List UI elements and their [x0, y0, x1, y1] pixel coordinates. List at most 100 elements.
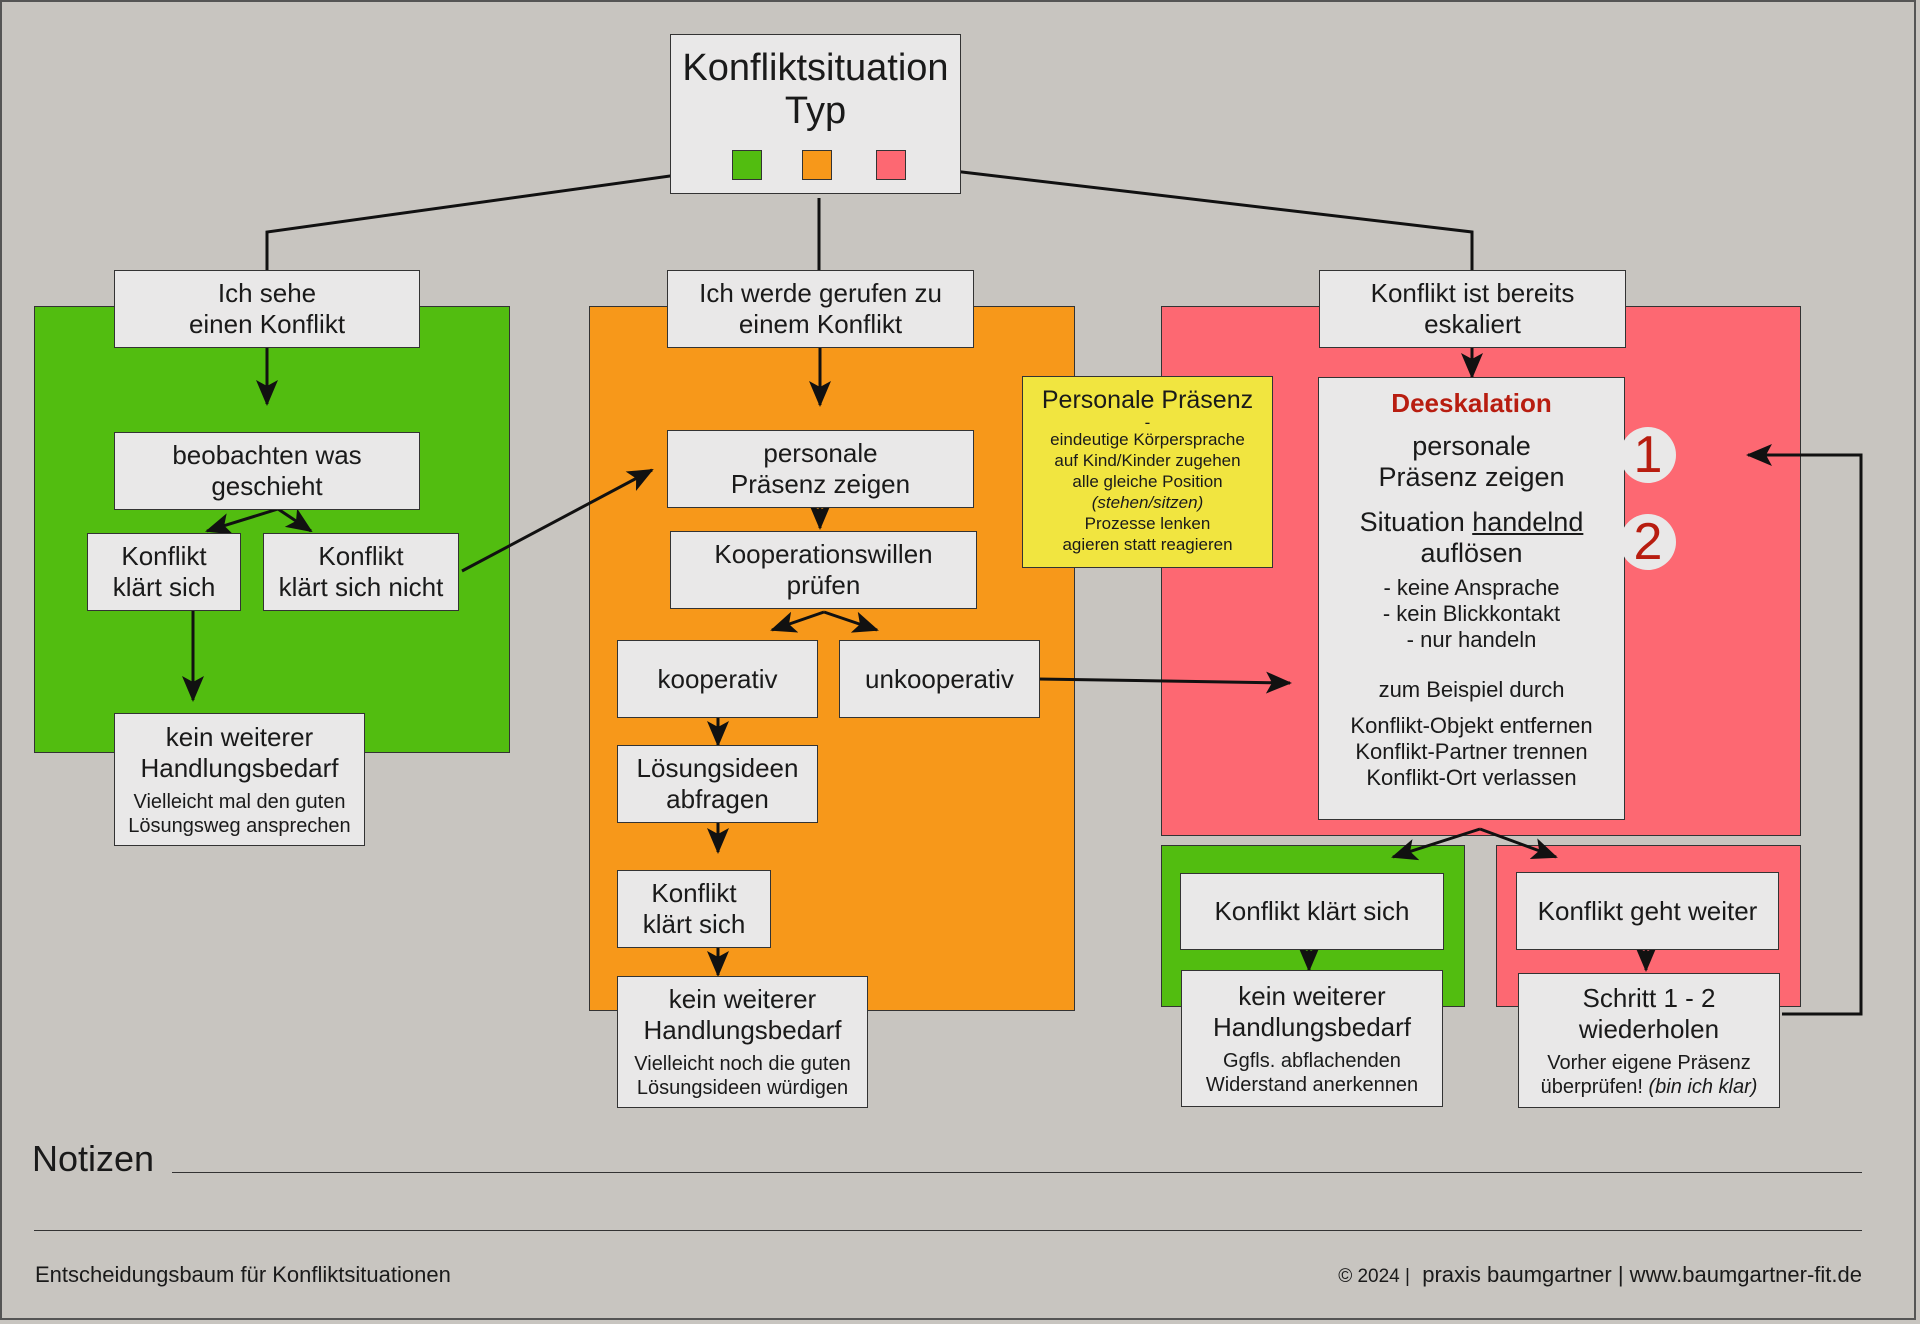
repeat-sub2-plain: überprüfen!	[1540, 1075, 1649, 1098]
red-resolves-sub2: Widerstand anerkennen	[1205, 1073, 1419, 1096]
presence-line2: Präsenz zeigen	[730, 469, 911, 499]
presence-line1: personale	[763, 438, 878, 468]
ideas-line2: abfragen	[666, 784, 769, 814]
arrow-orange-split-left	[770, 610, 825, 633]
presence-note-line1: eindeutige Körpersprache	[1050, 430, 1245, 449]
step2-pre: Situation	[1359, 507, 1473, 537]
arrow-to-orange-presence	[461, 468, 654, 573]
repeat-sub1: Vorher eigene Präsenz	[1547, 1051, 1751, 1074]
orange-end-sub2: Lösungsideen würdigen	[636, 1077, 849, 1099]
orange-end-line2: Handlungsbedarf	[643, 1015, 842, 1045]
cooperative-box: kooperativ	[617, 640, 818, 718]
title-line1: Konfliktsituation	[682, 47, 949, 89]
green-head-line2: einen Konflikt	[188, 309, 346, 339]
orange-resolves-line2: klärt sich	[642, 909, 746, 939]
green-not-resolves-line2: klärt sich nicht	[278, 572, 444, 602]
orange-resolves-line1: Konflikt	[651, 878, 737, 908]
footer-title: Entscheidungsbaum für Konfliktsituatione…	[35, 1262, 451, 1287]
ideas-line1: Lösungsideen	[636, 753, 799, 783]
footer-credit: praxis baumgartner | www.baumgartner-fit…	[1422, 1262, 1862, 1287]
green-resolves-line2: klärt sich	[112, 572, 216, 602]
cooperative-label: kooperativ	[657, 663, 778, 694]
type-square-green	[732, 150, 762, 180]
step1-line2: Präsenz zeigen	[1378, 462, 1565, 492]
uncooperative-label: unkooperativ	[865, 663, 1014, 694]
uncooperative-box: unkooperativ	[839, 640, 1040, 718]
orange-resolves-box: Konflikt klärt sich	[617, 870, 771, 948]
coop-check-line1: Kooperationswillen	[714, 539, 933, 569]
red-continues-label: Konflikt geht weiter	[1537, 895, 1758, 926]
step-1-badge: 1	[1620, 427, 1676, 483]
orange-end-line1: kein weiterer	[668, 984, 817, 1014]
step2-line2: auflösen	[1420, 538, 1523, 568]
arrow-to-deescalation	[1037, 671, 1292, 694]
green-head-box: Ich sehe einen Konflikt	[114, 270, 420, 348]
orange-head-line1: Ich werde gerufen zu	[699, 278, 942, 308]
red-resolves-end-box: kein weiterer Handlungsbedarf Ggfls. abf…	[1181, 970, 1443, 1107]
orange-end-sub1: Vielleicht noch die guten	[634, 1053, 851, 1075]
line-to-green	[265, 168, 714, 270]
red-continues-box: Konflikt geht weiter	[1516, 872, 1779, 950]
presence-note-line3: alle gleiche Position	[1072, 472, 1223, 491]
red-resolves-label: Konflikt klärt sich	[1214, 896, 1410, 926]
notes-label: Notizen	[32, 1138, 155, 1179]
arrow-orange-split-right	[823, 610, 879, 633]
red-resolves-end-line1: kein weiterer	[1238, 980, 1386, 1011]
type-square-orange	[802, 150, 832, 180]
title-line2: Typ	[784, 90, 847, 132]
copyright-text: © 2024 |	[1338, 1266, 1410, 1287]
presence-note-dash: -	[1144, 413, 1151, 432]
notes-line-2[interactable]	[34, 1230, 1862, 1231]
orange-head-line2: einem Konflikt	[738, 309, 903, 339]
observe-box: beobachten was geschieht	[114, 432, 420, 510]
line-to-red	[927, 166, 1474, 270]
red-head-line2: eskaliert	[1424, 309, 1521, 339]
presence-note-line4: (stehen/sitzen)	[1091, 493, 1204, 512]
deescalation-box: Deeskalation personale Präsenz zeigen Si…	[1318, 377, 1625, 820]
presence-note-line5: Prozesse lenken	[1084, 514, 1211, 533]
presence-note: Personale Präsenz - eindeutige Körperspr…	[1022, 376, 1273, 568]
observe-line2: geschieht	[211, 471, 323, 501]
green-end-line2: Handlungsbedarf	[140, 752, 339, 783]
green-end-sub2: Lösungsweg ansprechen	[128, 814, 351, 837]
orange-head-box: Ich werde gerufen zu einem Konflikt	[667, 270, 974, 348]
type-square-red	[876, 150, 906, 180]
step-2-badge: 2	[1620, 514, 1676, 570]
green-end-line1: kein weiterer	[165, 721, 314, 752]
notes-line-1[interactable]	[172, 1172, 1862, 1173]
repeat-sub2-italic: (bin ich klar)	[1648, 1075, 1758, 1098]
presence-note-line6: agieren statt reagieren	[1062, 535, 1233, 554]
green-head-line1: Ich sehe	[217, 278, 317, 308]
repeat-line1: Schritt 1 - 2	[1582, 982, 1716, 1013]
red-head-box: Konflikt ist bereits eskaliert	[1319, 270, 1626, 348]
step2-underlined: handelnd	[1472, 507, 1584, 537]
coop-check-line2: prüfen	[786, 570, 861, 600]
presence-note-title: Personale Präsenz	[1041, 386, 1254, 414]
green-resolves-box: Konflikt klärt sich	[87, 533, 241, 611]
rule-item: - nur handeln	[1406, 627, 1537, 652]
rule-item: - kein Blickkontakt	[1382, 601, 1561, 626]
example-label: zum Beispiel durch	[1378, 677, 1565, 702]
footer-copyright: © 2024 | praxis baumgartner | www.baumga…	[1338, 1262, 1862, 1288]
deescalation-rules: - keine Ansprache - kein Blickkontakt - …	[1319, 575, 1624, 653]
example-item: Konflikt-Objekt entfernen	[1350, 713, 1593, 738]
arrow-green-split-left	[205, 507, 279, 535]
green-resolves-line1: Konflikt	[121, 541, 207, 571]
step1-text: personale Präsenz zeigen	[1319, 431, 1624, 493]
example-item: Konflikt-Ort verlassen	[1366, 765, 1577, 790]
step1-line1: personale	[1412, 431, 1531, 461]
arrow-green-split-right	[277, 507, 313, 533]
green-not-resolves-box: Konflikt klärt sich nicht	[263, 533, 459, 611]
repeat-box: Schritt 1 - 2 wiederholen Vorher eigene …	[1518, 973, 1780, 1108]
green-not-resolves-line1: Konflikt	[318, 541, 404, 571]
ideas-box: Lösungsideen abfragen	[617, 745, 818, 823]
red-resolves-sub1: Ggfls. abflachenden	[1223, 1049, 1401, 1072]
red-resolves-end-line2: Handlungsbedarf	[1212, 1011, 1412, 1042]
observe-line1: beobachten was	[172, 440, 362, 470]
arrow-repeat-loop	[1746, 444, 1863, 1016]
step2-text: Situation handelnd auflösen	[1319, 507, 1624, 569]
repeat-line2: wiederholen	[1578, 1013, 1720, 1044]
coop-check-box: Kooperationswillen prüfen	[670, 531, 977, 609]
